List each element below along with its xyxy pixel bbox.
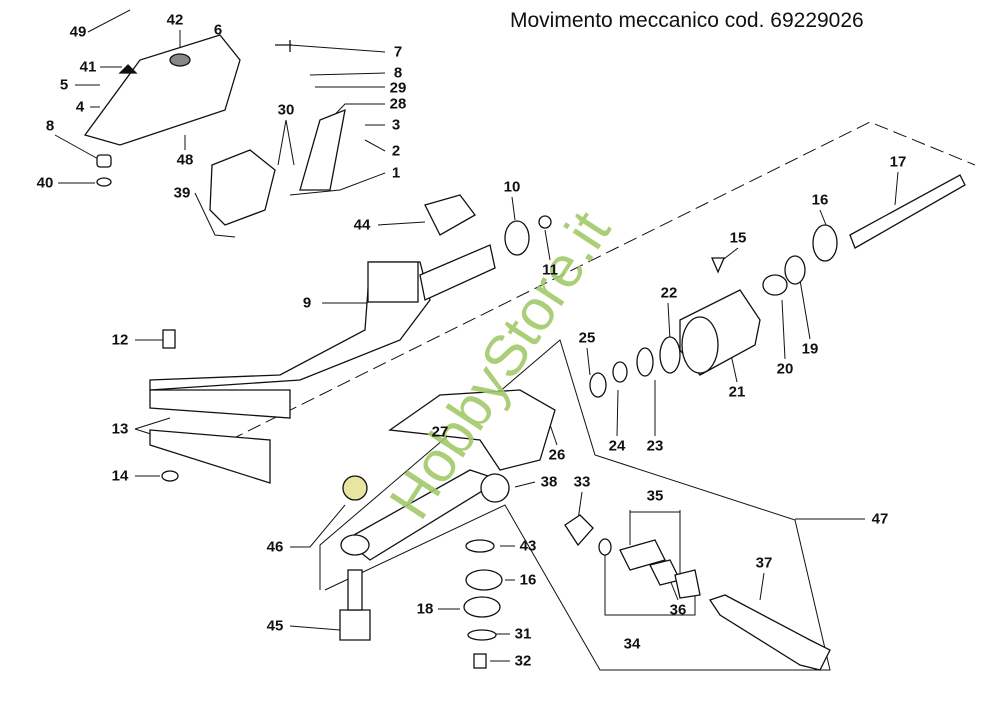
part-label: 41 [79, 58, 97, 76]
part-label: 34 [623, 635, 641, 653]
part-shapes [83, 34, 966, 671]
assembly-outlines [229, 121, 976, 671]
part-label: 23 [646, 437, 664, 455]
plate-13a [149, 389, 291, 419]
part-label: 2 [391, 142, 401, 160]
part-label: 36 [669, 601, 687, 619]
pin-37 [708, 594, 831, 671]
part-label: 38 [540, 473, 558, 491]
part-label: 46 [266, 538, 284, 556]
part-label: 49 [69, 23, 87, 41]
part-label: 39 [173, 184, 191, 202]
part-label: 25 [578, 329, 596, 347]
part-label: 48 [176, 151, 194, 169]
part-label: 6 [213, 21, 223, 39]
part-label: 17 [889, 153, 907, 171]
part-label: 35 [646, 487, 664, 505]
part-label: 1 [391, 164, 401, 182]
shaft-17 [849, 174, 966, 249]
part-label: 26 [548, 446, 566, 464]
yoke-26 [388, 389, 556, 471]
part-label: 44 [353, 216, 371, 234]
part-label: 8 [45, 117, 55, 135]
part-label: 11 [542, 261, 558, 279]
part-label: 45 [266, 617, 284, 635]
part-label: 21 [728, 383, 746, 401]
part-label: 16 [519, 571, 537, 589]
part-label: 7 [393, 43, 403, 61]
diagram-title: Movimento meccanico cod. 69229026 [510, 9, 864, 32]
part-label: 31 [514, 625, 532, 643]
part-label: 18 [416, 600, 434, 618]
part-label: 3 [391, 116, 401, 134]
part-label: 14 [111, 467, 129, 485]
tube-44 [424, 194, 476, 236]
part-label: 20 [776, 360, 794, 378]
plate-13b [149, 429, 271, 484]
part-label: 10 [503, 178, 521, 196]
bracket-39 [209, 149, 276, 226]
part-label: 47 [871, 510, 889, 528]
part-label: 27 [431, 423, 449, 441]
part-label: 40 [36, 174, 54, 192]
bolt-45 [339, 609, 371, 641]
part-label: 29 [389, 79, 407, 97]
part-label: 42 [166, 11, 184, 29]
part-label: 37 [755, 554, 773, 572]
part-label: 12 [111, 331, 129, 349]
cover-part [83, 34, 241, 146]
part-label: 43 [519, 537, 537, 555]
part-label: 24 [608, 437, 626, 455]
part-label: 4 [75, 98, 85, 116]
part-label: 22 [660, 284, 678, 302]
part-label: 32 [514, 652, 532, 670]
part-label: 30 [277, 101, 295, 119]
bracket-28 [299, 108, 346, 191]
part-label: 5 [59, 76, 69, 94]
part-label: 28 [389, 95, 407, 113]
part-label: 13 [111, 420, 129, 438]
part-label: 16 [811, 191, 829, 209]
part-label: 8 [393, 64, 403, 82]
part-label: 9 [302, 294, 312, 312]
part-label: 15 [729, 229, 747, 247]
part-label: 33 [573, 473, 591, 491]
part-label: 19 [801, 340, 819, 358]
